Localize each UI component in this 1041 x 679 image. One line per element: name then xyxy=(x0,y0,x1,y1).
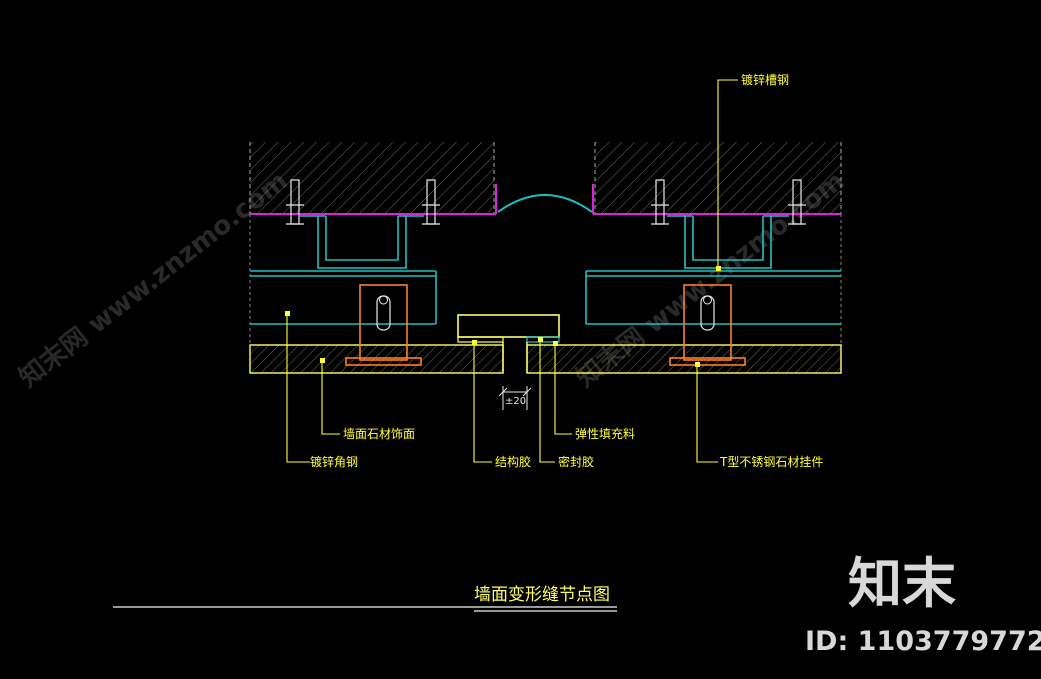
leader-dots xyxy=(285,266,721,367)
watermark-id: ID: 1103779772 xyxy=(805,626,1041,657)
label-stone-facing: 墙面石材饰面 xyxy=(343,427,415,441)
stone-facing xyxy=(249,344,842,374)
label-t-hanger: T型不锈钢石材挂件 xyxy=(719,455,823,469)
label-galvanized-channel: 镀锌槽钢 xyxy=(741,73,789,87)
t-hanger-left xyxy=(345,284,422,366)
center-cover-plate xyxy=(457,314,560,373)
angle-steel xyxy=(250,270,841,325)
channel-steel-left xyxy=(300,215,424,269)
label-elastic-filler: 弹性填充料 xyxy=(575,426,635,441)
dimension-label: ±20 xyxy=(505,396,526,407)
drawing-title: 墙面变形缝节点图 xyxy=(474,585,610,605)
watermark-brand: 知末 xyxy=(848,552,956,615)
leader-lines xyxy=(286,79,738,463)
label-sealant: 密封胶 xyxy=(558,454,594,469)
label-structural-glue: 结构胶 xyxy=(495,454,531,469)
channel-steel-right xyxy=(667,215,789,269)
dimension-gap xyxy=(498,386,532,410)
expansion-cover-arc xyxy=(497,194,593,213)
title-underline xyxy=(113,606,617,612)
t-hanger-right xyxy=(669,284,746,366)
anchor-bolts xyxy=(286,179,806,225)
label-galvanized-angle: 镀锌角钢 xyxy=(310,455,358,469)
concrete-wall-left xyxy=(249,142,495,214)
